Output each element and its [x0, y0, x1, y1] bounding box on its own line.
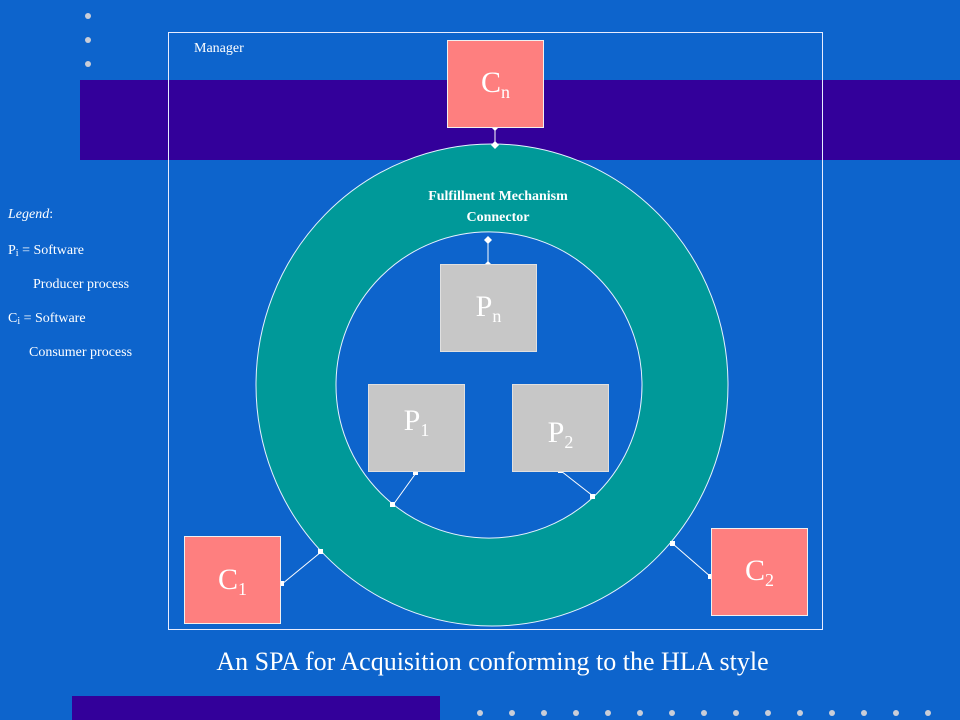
consumer-box-c1-label: C1: [217, 562, 247, 599]
port-marker: [590, 494, 595, 499]
link-p1-ring: [392, 472, 417, 506]
manager-label: Manager: [194, 41, 244, 56]
producer-box-p1: P1: [368, 384, 465, 472]
decorative-dot: [605, 710, 611, 716]
decorative-dot: [637, 710, 643, 716]
port-marker: [318, 549, 323, 554]
connector-label-line2: Connector: [466, 210, 530, 225]
producer-box-p2: P2: [512, 384, 609, 472]
connector-label: Fulfillment Mechanism Connector: [388, 186, 608, 228]
port-marker: [670, 541, 675, 546]
decorative-dot: [829, 710, 835, 716]
link-c1-ring: [281, 551, 322, 585]
link-p2-ring: [560, 470, 594, 497]
producer-box-pn: Pn: [440, 264, 537, 352]
consumer-box-c1: C1: [184, 536, 281, 624]
port-marker: [279, 581, 284, 586]
port-marker: [708, 574, 713, 579]
port-marker: [390, 502, 395, 507]
slide-caption: An SPA for Acquisition conforming to the…: [216, 647, 769, 676]
decorative-dot: [477, 710, 483, 716]
consumer-box-c2: C2: [711, 528, 808, 616]
decorative-dot: [893, 710, 899, 716]
port-marker: [484, 236, 492, 244]
legend-consumer-desc: Consumer process: [29, 345, 133, 360]
connector-label-line1: Fulfillment Mechanism: [428, 189, 568, 204]
decorative-dot: [861, 710, 867, 716]
bottom-decorative-band: [72, 696, 440, 720]
legend-producer-desc: Producer process: [33, 277, 130, 292]
consumer-box-c2-label: C2: [744, 553, 774, 590]
decorative-dot: [925, 710, 931, 716]
legend-producer-line: Pi = Software: [8, 243, 85, 259]
decorative-dot: [797, 710, 803, 716]
decorative-dot: [701, 710, 707, 716]
producer-box-pn-label: Pn: [475, 289, 502, 326]
connector-ring: [255, 143, 729, 627]
port-marker: [491, 141, 499, 149]
link-c2-ring: [672, 543, 712, 578]
decorative-dot: [85, 13, 91, 19]
decorative-dot: [573, 710, 579, 716]
port-marker: [413, 470, 418, 475]
decorative-dot: [85, 61, 91, 67]
decorative-dot: [85, 37, 91, 43]
producer-box-p2-label: P2: [547, 415, 574, 452]
legend-consumer-line: Ci = Software: [8, 311, 86, 327]
decorative-dot: [541, 710, 547, 716]
legend-title: Legend:: [8, 207, 54, 222]
producer-box-p1-label: P1: [403, 403, 430, 440]
decorative-dot: [669, 710, 675, 716]
manager-frame: [168, 32, 823, 630]
decorative-dot: [765, 710, 771, 716]
decorative-dot: [509, 710, 515, 716]
consumer-box-cn: Cn: [447, 40, 544, 128]
decorative-dot: [733, 710, 739, 716]
consumer-box-cn-label: Cn: [480, 65, 510, 102]
